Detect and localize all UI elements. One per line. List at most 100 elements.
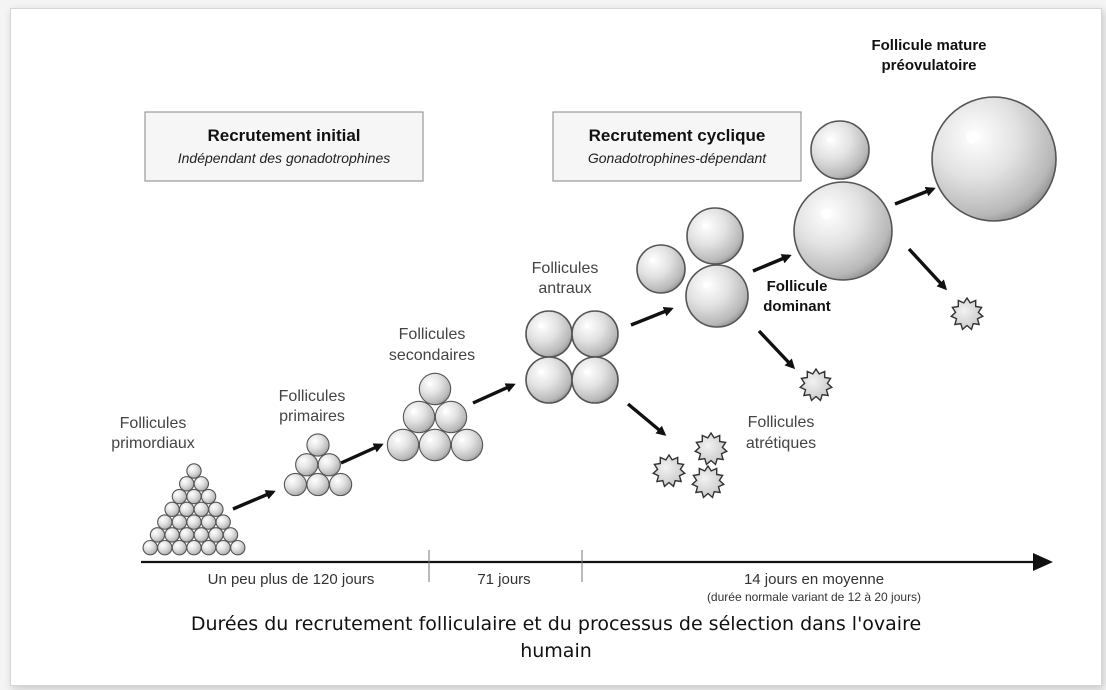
primordial-follicle <box>230 539 246 556</box>
antral-label-line1: Follicules <box>532 260 599 277</box>
timeline-phase3-note: (durée normale variant de 12 à 20 jours) <box>707 590 921 604</box>
primordial-follicle <box>186 539 202 556</box>
arrow-selected-to-atretic <box>757 329 796 370</box>
arrow-antral-to-selected <box>630 306 674 327</box>
timeline-phase3-label: 14 jours en moyenne <box>744 571 884 588</box>
antral-follicle <box>525 310 573 358</box>
atretic-follicle <box>690 464 726 499</box>
primordial-label-line2: primordiaux <box>111 435 195 452</box>
figure-frame: Recrutement initial Indépendant des gona… <box>10 8 1102 686</box>
figure-caption-line2: humain <box>520 640 592 662</box>
primordial-follicle <box>200 539 217 556</box>
mature-follicle-ball <box>931 96 1057 222</box>
selected-follicle <box>685 264 749 328</box>
dominant-follicle-group <box>793 120 893 281</box>
secondary-follicle <box>418 428 452 462</box>
secondary-follicle <box>450 428 484 462</box>
primary-follicle <box>306 433 330 457</box>
primordial-label-line1: Follicules <box>120 415 187 432</box>
primordial-follicle <box>215 539 231 556</box>
arrow-selected-to-dominant <box>752 254 792 273</box>
progression-arrows <box>232 186 948 511</box>
primordial-follicle <box>164 527 180 543</box>
secondary-follicles-pyramid <box>386 372 484 462</box>
secondary-label-line1: Follicules <box>399 326 466 343</box>
primary-label-line1: Follicules <box>279 388 346 405</box>
arrow-secondary-to-antral <box>472 383 516 405</box>
primordial-follicle <box>208 501 224 518</box>
secondary-follicle <box>434 400 468 434</box>
timeline-arrowhead <box>1033 553 1053 571</box>
primary-follicle <box>317 453 341 477</box>
atretic-label-line2: atrétiques <box>746 435 816 452</box>
cyclic-recruitment-subtitle: Gonadotrophines-dépendant <box>588 150 767 166</box>
primordial-follicle <box>171 514 188 530</box>
selected-follicle <box>686 207 744 265</box>
dominant-label-line2: dominant <box>763 298 831 315</box>
primordial-follicle <box>164 501 180 518</box>
timeline-axis: Un peu plus de 120 jours 71 jours 14 jou… <box>141 550 1053 604</box>
arrow-dominant-to-mature <box>894 186 936 206</box>
selected-follicle <box>636 244 686 294</box>
timeline-phase2-label: 71 jours <box>477 571 530 588</box>
dominant-label-line1: Follicule <box>767 278 828 295</box>
primordial-follicle <box>222 527 239 543</box>
initial-recruitment-subtitle: Indépendant des gonadotrophines <box>178 150 391 166</box>
primordial-follicle <box>157 514 173 530</box>
initial-recruitment-box: Recrutement initial Indépendant des gona… <box>144 111 424 182</box>
primordial-follicle <box>157 539 173 556</box>
primordial-follicle <box>186 514 202 530</box>
atretic-follicle <box>949 296 985 331</box>
mature-label-line2: préovulatoire <box>881 57 976 74</box>
antral-follicle <box>571 356 619 404</box>
primordial-follicle <box>200 488 217 505</box>
primary-follicles-pyramid <box>283 433 353 497</box>
primordial-follicle <box>208 527 224 543</box>
arrow-primordial-to-primary <box>232 490 276 511</box>
figure-caption-line1: Durées du recrutement folliculaire et du… <box>191 613 921 635</box>
antral-label-line2: antraux <box>538 280 591 297</box>
primary-follicle <box>283 472 308 497</box>
primordial-follicle <box>178 501 195 518</box>
primordial-follicle <box>149 527 166 543</box>
cyclic-recruitment-box: Recrutement cyclique Gonadotrophines-dép… <box>552 111 802 182</box>
primordial-follicle <box>193 527 210 543</box>
primordial-follicles-pyramid <box>142 463 246 556</box>
antral-follicles-group <box>525 310 619 404</box>
atretic-follicles-group <box>651 296 985 499</box>
primordial-follicle <box>178 527 195 543</box>
primary-follicle <box>328 472 353 497</box>
antral-follicle <box>525 356 573 404</box>
arrow-dominant-to-atretic <box>907 247 948 291</box>
primordial-follicle <box>186 488 202 505</box>
primordial-follicle <box>193 476 210 492</box>
selected-follicles-group <box>636 207 749 328</box>
arrow-primary-to-secondary <box>340 443 384 465</box>
secondary-follicle <box>386 428 420 462</box>
secondary-follicle <box>402 400 436 434</box>
mature-label-line1: Follicule mature <box>871 37 986 54</box>
atretic-follicle <box>798 367 834 402</box>
atretic-label-line1: Follicules <box>748 414 815 431</box>
secondary-label-line2: secondaires <box>389 347 475 364</box>
primordial-follicle <box>178 476 195 492</box>
dominant-follicle <box>793 181 893 281</box>
timeline-phase1-label: Un peu plus de 120 jours <box>208 571 375 588</box>
primordial-follicle <box>186 463 202 479</box>
follicle-diagram: Recrutement initial Indépendant des gona… <box>111 37 1057 662</box>
primary-label-line2: primaires <box>279 408 345 425</box>
primordial-follicle <box>171 539 188 556</box>
cyclic-recruitment-title: Recrutement cyclique <box>589 126 766 145</box>
primordial-follicle <box>193 501 210 518</box>
mature-follicle <box>931 96 1057 222</box>
primordial-follicle <box>200 514 217 530</box>
primordial-follicle <box>215 514 231 530</box>
primordial-follicle <box>171 488 188 505</box>
atretic-follicle <box>693 431 729 466</box>
dominant-follicle-small <box>810 120 870 180</box>
primary-follicle <box>306 472 330 497</box>
atretic-follicle <box>651 453 687 488</box>
initial-recruitment-title: Recrutement initial <box>207 126 360 145</box>
arrow-antral-to-atretic <box>626 402 667 436</box>
primordial-follicle <box>142 539 158 556</box>
